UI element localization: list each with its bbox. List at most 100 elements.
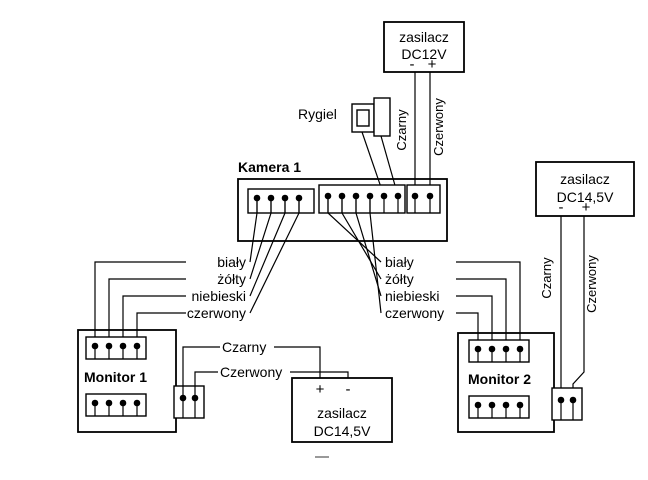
psu-dc145-right: zasilacz DC14,5V - + Czarny Czerwony bbox=[535, 161, 635, 400]
wire-label-right-niebieski: niebieski bbox=[385, 288, 439, 304]
terminal-dot bbox=[502, 401, 510, 409]
monitor1-unit: Monitor 1 bbox=[77, 329, 205, 433]
monitor1-bottom-stubs bbox=[94, 403, 138, 416]
psu-dc12v-voltage: DC12V bbox=[401, 46, 447, 62]
monitor1-terminal-dots bbox=[91, 342, 199, 407]
wire-left-zolty-upper bbox=[249, 198, 272, 280]
wire-left-czerwony-lower bbox=[136, 312, 186, 346]
monitor1-bottom-strip bbox=[85, 393, 147, 417]
wire-psu145-red bbox=[572, 216, 585, 400]
wire-m1-red-left bbox=[194, 371, 218, 398]
wire-label-right-zolty: żółty bbox=[385, 271, 414, 287]
psu-dc12v-name: zasilacz bbox=[399, 29, 449, 45]
terminal-dot bbox=[105, 399, 113, 407]
wire-right-bialy-lower bbox=[456, 261, 521, 349]
camera-unit: Kamera 1 bbox=[237, 159, 448, 242]
rygiel-detail bbox=[356, 109, 370, 127]
camera-box bbox=[237, 178, 448, 242]
right-wire-bundle: biały żółty niebieski czerwony bbox=[327, 196, 521, 349]
monitor2-top-strip bbox=[468, 339, 530, 363]
psu-dc145-bottom-voltage: DC14,5V bbox=[314, 423, 371, 439]
terminal-dot bbox=[119, 399, 127, 407]
rygiel-bolt bbox=[373, 97, 391, 137]
wire-right-zolty-upper bbox=[341, 196, 382, 280]
wire-psu12-black-label: Czarny bbox=[394, 109, 409, 151]
wire-psu145-red-label: Czerwony bbox=[584, 255, 599, 313]
monitor1-top-strip bbox=[85, 336, 147, 360]
monitor2-top-stubs bbox=[477, 349, 521, 362]
terminal-dot bbox=[105, 342, 113, 350]
terminal-dot bbox=[502, 345, 510, 353]
rygiel-label: Rygiel bbox=[298, 106, 337, 122]
psu-dc12v-terminal-plus: + bbox=[428, 56, 437, 73]
terminal-dot bbox=[557, 396, 565, 404]
wire-m1-red-right bbox=[290, 371, 349, 378]
left-wire-bundle: biały żółty niebieski czerwony bbox=[94, 198, 300, 346]
terminal-dot bbox=[516, 401, 524, 409]
wire-right-zolty-lower bbox=[456, 278, 507, 349]
psu-dc145-right-voltage: DC14,5V bbox=[557, 189, 614, 205]
monitor1-box bbox=[77, 329, 177, 433]
psu-dc145-bottom-box bbox=[291, 377, 393, 443]
wire-m1-black-label: Czarny bbox=[222, 339, 266, 355]
wire-right-niebieski-lower bbox=[456, 295, 493, 349]
wire-label-left-bialy: biały bbox=[217, 254, 246, 270]
psu-dc145-bottom-terminal-minus: - bbox=[346, 381, 351, 398]
terminal-dot bbox=[91, 399, 99, 407]
psu-dc145-right-terminal-minus: - bbox=[559, 199, 564, 216]
terminal-dot bbox=[394, 192, 402, 200]
terminal-dot bbox=[474, 345, 482, 353]
camera-label: Kamera 1 bbox=[238, 159, 301, 175]
monitor1-label: Monitor 1 bbox=[84, 369, 147, 385]
wire-m1-red-label: Czerwony bbox=[220, 364, 282, 380]
wire-label-left-niebieski: niebieski bbox=[192, 288, 246, 304]
monitor2-bottom-stubs bbox=[477, 405, 521, 418]
wire-label-right-czerwony: czerwony bbox=[385, 305, 444, 321]
monitor2-terminal-dots bbox=[474, 345, 577, 409]
monitor2-label: Monitor 2 bbox=[468, 371, 531, 387]
camera-terminal-dots bbox=[253, 192, 434, 202]
psu-dc12v: zasilacz DC12V - + Czarny Czerwony bbox=[383, 21, 465, 196]
monitor1-power-connector bbox=[173, 385, 205, 419]
terminal-dot bbox=[133, 342, 141, 350]
camera-terminal-strip-left bbox=[247, 188, 315, 214]
terminal-dot bbox=[426, 192, 434, 200]
monitor1-connector-stubs bbox=[182, 398, 196, 418]
terminal-dot bbox=[488, 345, 496, 353]
camera-terminal-strip-right bbox=[318, 184, 406, 214]
wire-right-niebieski-upper bbox=[355, 196, 382, 297]
wire-left-bialy-upper bbox=[249, 198, 258, 263]
wire-left-bialy-lower bbox=[94, 261, 186, 346]
wire-left-niebieski-upper bbox=[249, 198, 286, 297]
monitor1-power-wires: Czarny Czerwony bbox=[182, 339, 349, 398]
psu-dc145-right-terminal-plus: + bbox=[582, 199, 591, 216]
monitor2-box bbox=[457, 332, 555, 433]
psu-dc12v-box bbox=[383, 21, 465, 73]
wire-label-left-zolty: żółty bbox=[217, 271, 246, 287]
rygiel-lock: Rygiel bbox=[298, 97, 399, 197]
monitor2-power-connector bbox=[551, 387, 583, 421]
psu-dc145-bottom-name: zasilacz bbox=[317, 405, 367, 421]
psu-dc145-bottom: + - zasilacz DC14,5V bbox=[291, 377, 393, 443]
terminal-dot bbox=[91, 342, 99, 350]
psu-dc12v-terminal-minus: - bbox=[410, 56, 415, 73]
terminal-dot bbox=[119, 342, 127, 350]
wire-psu12-red-label: Czerwony bbox=[431, 98, 446, 156]
terminal-dot bbox=[569, 396, 577, 404]
monitor2-bottom-strip bbox=[468, 395, 530, 419]
wire-right-czerwony-upper bbox=[369, 196, 382, 314]
terminal-dot bbox=[516, 345, 524, 353]
wire-label-left-czerwony: czerwony bbox=[187, 305, 246, 321]
psu-dc145-right-name: zasilacz bbox=[560, 171, 610, 187]
wire-m1-black-left bbox=[182, 346, 220, 398]
terminal-dot bbox=[133, 399, 141, 407]
terminal-dot bbox=[488, 401, 496, 409]
terminal-dot bbox=[474, 401, 482, 409]
monitor2-connector-stubs bbox=[560, 400, 574, 420]
psu-dc145-right-box bbox=[535, 161, 635, 217]
monitor1-top-stubs bbox=[94, 346, 138, 359]
wire-left-czerwony-upper bbox=[249, 198, 300, 314]
wire-psu145-black-label: Czarny bbox=[539, 257, 554, 299]
wire-left-zolty-lower bbox=[108, 278, 186, 346]
